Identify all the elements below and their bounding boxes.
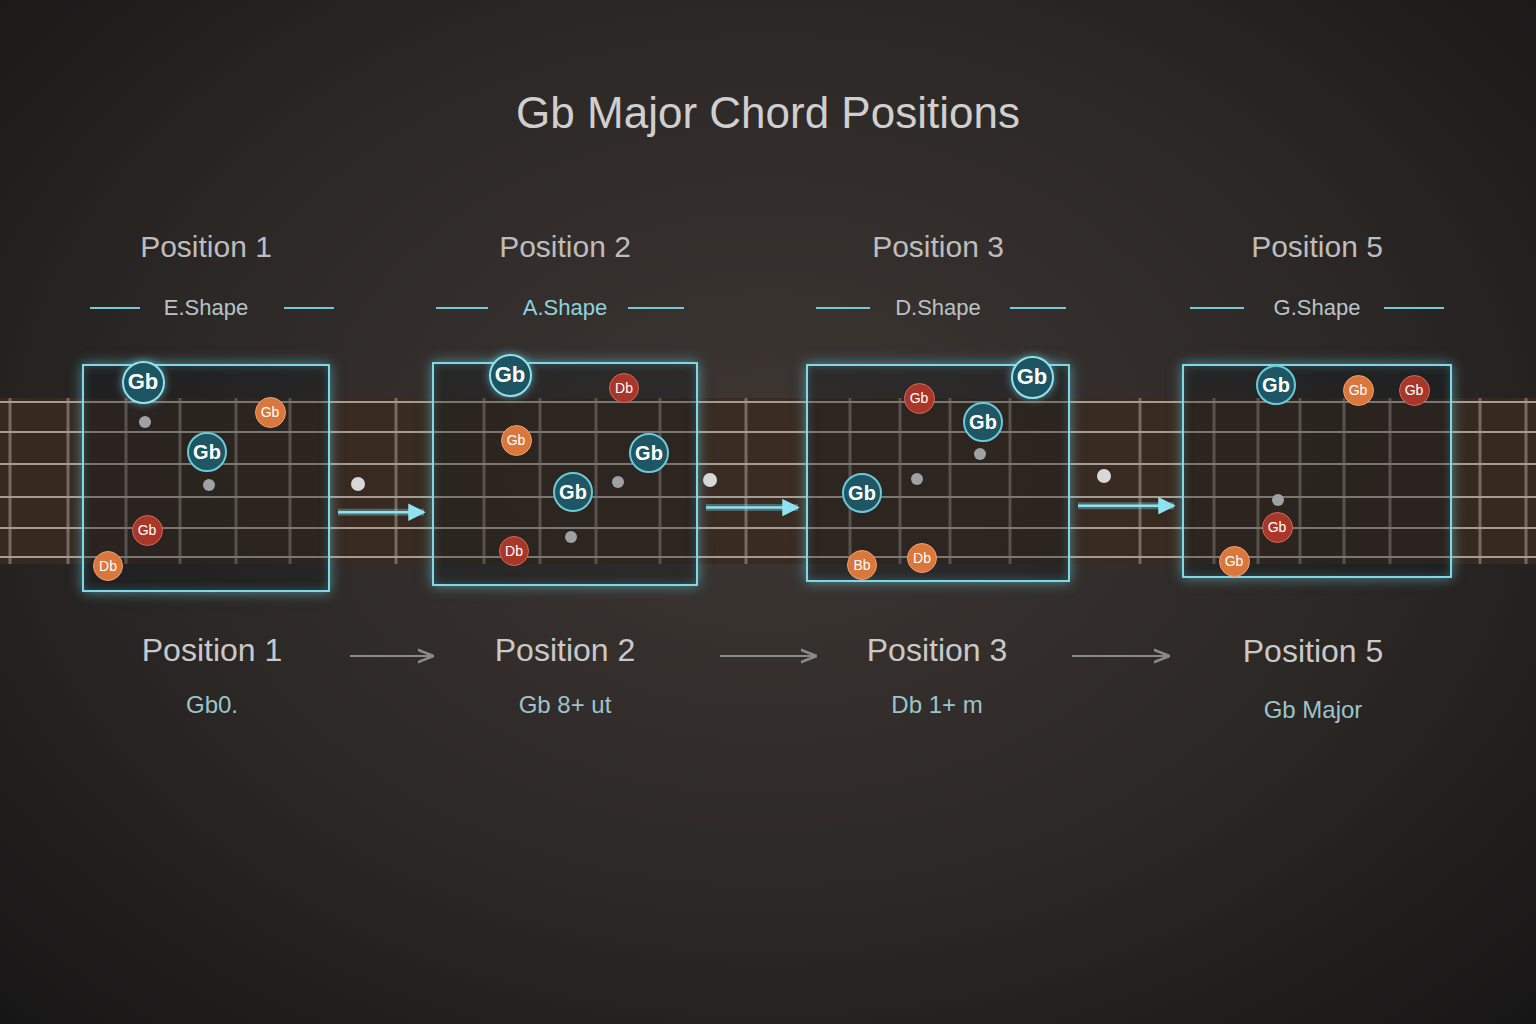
chord-panel: Position 5G.ShapeGbGbGbGbGb [1182, 225, 1452, 578]
fret [67, 398, 70, 564]
position-heading: Position 3 [806, 227, 1070, 267]
note-marker: Gb [489, 354, 532, 397]
note-marker: Gb [187, 432, 227, 472]
position-heading: Position 5 [1182, 227, 1452, 267]
note-name: Gb [1349, 382, 1368, 398]
note-name: Gb [1017, 364, 1048, 390]
note-marker: Gb [501, 425, 532, 456]
note-marker: Db [93, 551, 123, 581]
shape-name: E.Shape [82, 293, 330, 323]
diagram-title: Gb Major Chord Positions [0, 88, 1536, 138]
fret [1139, 398, 1142, 564]
note-marker: Gb [963, 402, 1003, 442]
note-name: Gb [910, 390, 929, 406]
fret [395, 398, 398, 564]
rule [1010, 307, 1066, 309]
fret-dot [351, 477, 365, 491]
arrow-glow [338, 509, 424, 516]
rule [1384, 307, 1444, 309]
caption-arrows [350, 655, 1168, 657]
note-name: Gb [1405, 382, 1424, 398]
fret [1525, 398, 1528, 564]
note-marker: Db [609, 373, 639, 403]
note-name: Gb [635, 442, 663, 465]
note-marker: Gb [842, 473, 882, 513]
note-marker: Gb [122, 361, 165, 404]
rule [628, 307, 684, 309]
fret [745, 398, 748, 564]
note-marker: Gb [553, 472, 593, 512]
chord-caption: Gb Major [1153, 694, 1473, 726]
note-marker: Gb [1262, 512, 1293, 543]
note-name: Gb [1268, 519, 1287, 535]
chord-panel: Position 1E.ShapeGbGbGbGbDb [82, 225, 330, 592]
caption-arrow [720, 655, 815, 657]
note-name: Db [505, 543, 523, 559]
note-name: Db [615, 380, 633, 396]
shape-name: G.Shape [1182, 293, 1452, 323]
chord-caption: Gb 8+ ut [405, 689, 725, 721]
chord-caption: Db 1+ m [777, 689, 1097, 721]
note-marker: Gb [904, 383, 935, 414]
rule [816, 307, 870, 309]
note-name: Bb [853, 557, 870, 573]
note-marker: Gb [1343, 375, 1374, 406]
note-marker: Gb [1256, 365, 1296, 405]
position-heading: Position 2 [432, 227, 698, 267]
rule [1190, 307, 1244, 309]
position-caption: Position 1 [52, 630, 372, 670]
chord-panel: Position 3D.ShapeGbGbGbGbBbDb [806, 225, 1070, 582]
note-name: Gb [507, 432, 526, 448]
note-name: Db [913, 550, 931, 566]
note-name: Gb [128, 369, 159, 395]
note-name: Gb [138, 522, 157, 538]
rule [284, 307, 334, 309]
arrow-line [1078, 504, 1174, 507]
rule [436, 307, 488, 309]
chord-panel: Position 2A.ShapeGbDbGbGbGbDb [432, 225, 698, 586]
position-caption: Position 2 [405, 630, 725, 670]
arrow-glow [1078, 502, 1174, 509]
position-caption: Position 5 [1153, 631, 1473, 671]
note-marker: Gb [132, 515, 163, 546]
note-marker: Gb [629, 433, 669, 473]
arrow-glow [706, 504, 798, 511]
note-marker: Gb [255, 397, 286, 428]
note-name: Gb [848, 482, 876, 505]
chord-caption: Gb0. [52, 689, 372, 721]
panel-arrow [1078, 505, 1174, 506]
caption-arrow [350, 655, 432, 657]
note-marker: Gb [1011, 356, 1054, 399]
panel-arrow [338, 512, 424, 513]
position-heading: Position 1 [82, 227, 330, 267]
note-name: Gb [559, 481, 587, 504]
note-marker: Gb [1219, 546, 1250, 577]
arrow-line [706, 506, 798, 509]
shape-name: A.Shape [432, 293, 698, 323]
note-name: Gb [495, 362, 526, 388]
note-name: Db [99, 558, 117, 574]
panel-arrow [706, 507, 798, 508]
fret [1479, 398, 1482, 564]
note-name: Gb [193, 441, 221, 464]
shape-name: D.Shape [806, 293, 1070, 323]
position-caption: Position 3 [777, 630, 1097, 670]
fret-dot [1097, 469, 1111, 483]
note-marker: Gb [1399, 375, 1430, 406]
note-name: Gb [1262, 374, 1290, 397]
note-marker: Db [499, 536, 529, 566]
rule [90, 307, 140, 309]
note-name: Gb [261, 404, 280, 420]
note-name: Gb [1225, 553, 1244, 569]
arrow-line [338, 511, 424, 514]
shape-rules [90, 307, 1444, 309]
note-marker: Bb [847, 550, 877, 580]
note-marker: Db [907, 543, 937, 573]
note-name: Gb [969, 411, 997, 434]
caption-arrow [1072, 655, 1168, 657]
fret-dot [703, 473, 717, 487]
fret [9, 398, 12, 564]
